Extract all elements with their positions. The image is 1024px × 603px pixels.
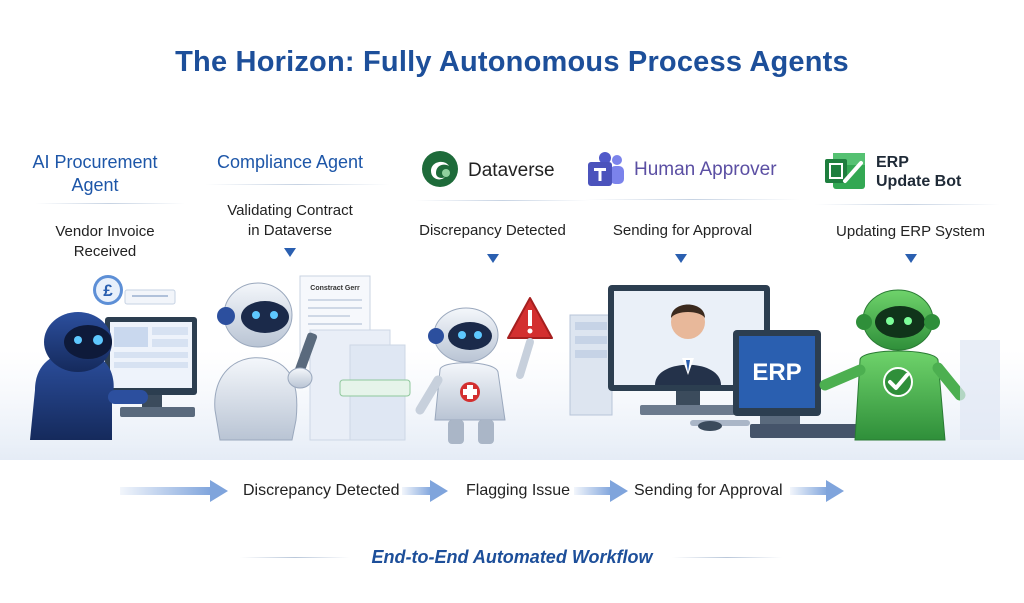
status-procurement: Vendor Invoice Received	[30, 222, 180, 262]
flow-label: Discrepancy Detected	[243, 482, 400, 499]
agent-name-line1: AI Procurement	[32, 152, 158, 172]
header-divider	[205, 184, 390, 185]
flow-arrow-icon	[402, 480, 448, 502]
header-divider	[415, 200, 590, 201]
status-erp-bot: Updating ERP System	[836, 223, 985, 240]
excel-logo-icon	[823, 151, 867, 191]
agent-name-compliance: Compliance Agent	[216, 152, 364, 172]
dataverse-logo-icon	[420, 149, 460, 189]
down-arrow-icon	[905, 254, 917, 263]
status-line1: Validating Contract	[227, 202, 353, 219]
footer-divider	[672, 557, 782, 558]
agent-name-dataverse: Dataverse	[468, 160, 555, 181]
procurement-robot-scene: £	[30, 275, 197, 440]
down-arrow-icon	[675, 254, 687, 263]
header-divider	[815, 204, 1000, 205]
status-line2: in Dataverse	[247, 222, 333, 239]
flow-arrow-icon	[120, 480, 228, 502]
agent-name-erp-bot: ERP Update Bot	[876, 153, 996, 191]
erp-robot-scene: ERP	[733, 289, 1000, 441]
medical-cross-icon	[460, 382, 480, 402]
status-line2: Received	[73, 243, 137, 260]
status-dataverse: Discrepancy Detected	[419, 222, 566, 239]
checkmark-icon	[883, 367, 913, 397]
flow-arrows	[120, 480, 844, 502]
warning-icon	[507, 297, 553, 339]
flow-label: Sending for Approval	[634, 482, 783, 499]
pound-icon: £	[96, 278, 120, 302]
header-divider	[35, 203, 185, 204]
flow-label: Flagging Issue	[466, 482, 571, 499]
document-title: Constract Gerr	[310, 285, 360, 292]
down-arrow-icon	[284, 248, 296, 257]
footer-divider	[240, 557, 350, 558]
compliance-robot-scene: Constract Gerr	[214, 275, 411, 441]
agent-name-procurement: AI Procurement Agent	[20, 151, 170, 197]
down-arrow-icon	[487, 254, 499, 263]
agent-name-line1: ERP	[876, 154, 909, 171]
agent-name-line2: Update Bot	[876, 173, 962, 190]
agent-name-line2: Agent	[71, 175, 119, 195]
status-line1: Vendor Invoice	[55, 223, 155, 240]
footer-caption: End-to-End Automated Workflow	[371, 547, 653, 567]
svg-text:£: £	[103, 281, 113, 300]
workflow-illustration: £ Constract Gerr	[0, 275, 1024, 460]
alert-robot-scene	[415, 297, 553, 444]
flow-arrow-icon	[574, 480, 628, 502]
flow-arrow-icon	[790, 480, 844, 502]
page-title: The Horizon: Fully Autonomous Process Ag…	[175, 46, 849, 78]
header-divider	[585, 199, 800, 200]
erp-screen-label: ERP	[752, 359, 801, 386]
status-human-approver: Sending for Approval	[612, 222, 753, 239]
status-compliance: Validating Contract in Dataverse	[210, 201, 370, 241]
teams-logo-icon	[586, 150, 626, 190]
agent-name-human-approver: Human Approver	[634, 159, 777, 180]
